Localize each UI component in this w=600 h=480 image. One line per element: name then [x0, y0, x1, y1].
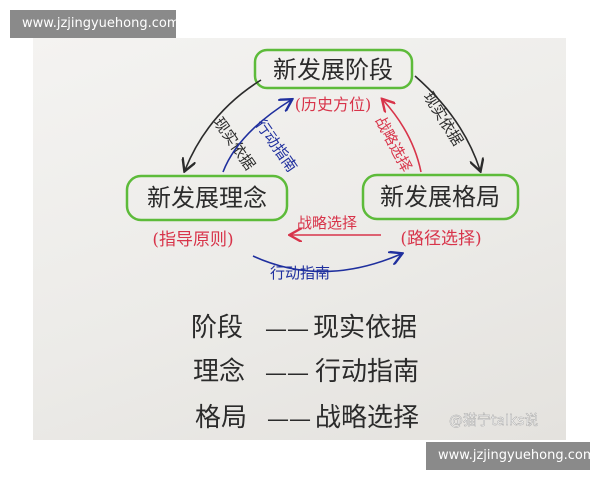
node-stage-title: 新发展阶段	[273, 56, 393, 84]
node-pattern: 新发展格局 (路径选择)	[361, 173, 520, 249]
watermark-text: @猫宁talks说	[449, 412, 538, 429]
node-concept-outline	[125, 174, 289, 222]
site-url-banner-top: www.jzjingyuehong.com	[10, 10, 180, 38]
node-pattern-subtitle: (路径选择)	[400, 229, 481, 249]
node-concept: 新发展理念 (指导原则)	[125, 174, 289, 250]
arrow-pattern-to-stage	[383, 100, 422, 173]
label-left-inner: 行动指南	[252, 116, 301, 175]
list-dash: ——	[265, 361, 309, 386]
list-item: 格局 —— 战略选择	[195, 403, 419, 433]
summary-list: 阶段 —— 现实依据 理念 —— 行动指南 格局 —— 战略选择	[191, 313, 419, 433]
list-term: 理念	[193, 357, 245, 387]
label-right-inner: 战略选择	[371, 113, 415, 174]
arrow-stage-to-concept	[185, 79, 262, 170]
notebook-photo: 新发展阶段 (历史方位) 新发展理念 (指导原则) 新发展格局 (路径选择) 现…	[33, 38, 566, 440]
node-pattern-title: 新发展格局	[380, 183, 500, 211]
list-item: 理念 —— 行动指南	[193, 357, 419, 387]
diagram-canvas: 新发展阶段 (历史方位) 新发展理念 (指导原则) 新发展格局 (路径选择) 现…	[125, 48, 539, 433]
arrow-concept-to-stage	[222, 100, 291, 173]
list-meaning: 战略选择	[315, 403, 419, 433]
label-right-outer: 现实依据	[420, 89, 467, 149]
site-url-banner-bottom: www.jzjingyuehong.com	[426, 442, 596, 470]
list-dash: ——	[265, 317, 309, 342]
node-concept-subtitle: (指导原则)	[152, 230, 233, 250]
node-pattern-outline	[361, 173, 520, 221]
label-left-outer: 现实依据	[210, 114, 259, 173]
label-bottom-upper: 战略选择	[297, 214, 357, 232]
list-dash: ——	[267, 407, 311, 432]
arrow-stage-to-pattern	[414, 75, 480, 170]
list-term: 阶段	[191, 313, 243, 343]
node-stage-subtitle: (历史方位)	[295, 95, 372, 114]
node-stage-outline	[253, 48, 414, 90]
list-meaning: 现实依据	[313, 313, 417, 343]
node-concept-title: 新发展理念	[147, 184, 267, 212]
label-bottom-lower: 行动指南	[270, 264, 330, 282]
list-item: 阶段 —— 现实依据	[191, 313, 417, 343]
node-stage: 新发展阶段 (历史方位)	[253, 48, 414, 114]
list-term: 格局	[195, 403, 247, 433]
arrow-concept-to-pattern	[252, 254, 401, 273]
list-meaning: 行动指南	[315, 357, 419, 387]
